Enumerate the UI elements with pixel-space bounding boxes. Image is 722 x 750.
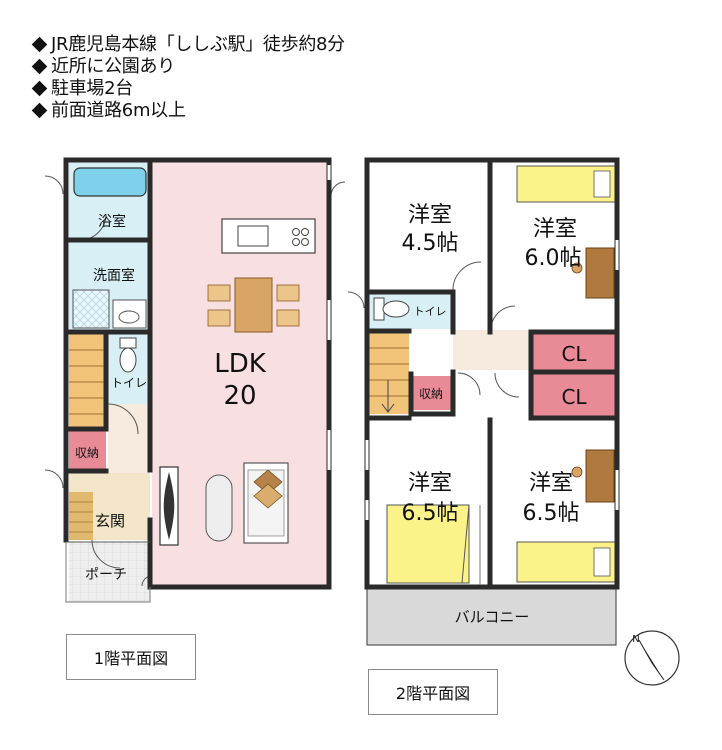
door-swing-icon [330, 181, 346, 197]
stairs-1f [69, 334, 106, 429]
feature-list: JR鹿児島本線「ししぶ駅」徒歩約8分 近所に公園あり 駐車場2台 前面道路6m以… [30, 34, 345, 122]
storage-1f-room [69, 431, 106, 471]
toilet-2f-label: トイレ [414, 305, 447, 318]
storage-2f-label: 収納 [419, 387, 443, 401]
closet-1-label: CL [561, 342, 587, 366]
entrance-room [69, 473, 150, 540]
feature-item: 駐車場2台 [30, 78, 345, 100]
feature-item: 前面道路6m以上 [30, 100, 345, 122]
bed-icon [516, 165, 616, 203]
door-swing-icon [494, 372, 520, 398]
balcony-label: バルコニー [455, 608, 530, 626]
toilet-1f-label: トイレ [111, 376, 147, 390]
wash-basin-icon [112, 299, 147, 329]
porch-area [69, 542, 150, 602]
washroom-label: 洗面室 [93, 267, 135, 284]
western-2-size-label: 6.0帖 [525, 246, 582, 271]
feature-item: JR鹿児島本線「ししぶ駅」徒歩約8分 [30, 34, 345, 56]
western-1-name-label: 洋室 [408, 203, 452, 228]
door-swing-icon [107, 403, 139, 435]
desk-icon [571, 449, 615, 503]
desk-icon [571, 247, 615, 299]
stairs-2f [369, 332, 409, 414]
compass-icon: N [624, 630, 680, 686]
hallway-2f [453, 330, 529, 370]
floor2-plan [347, 157, 620, 646]
western-4-size-label: 6.5帖 [523, 501, 580, 526]
door-swing-icon [452, 261, 482, 291]
floor2-label: 2階平面図 [368, 669, 498, 715]
bed-icon [516, 541, 616, 583]
western-3-name-label: 洋室 [408, 471, 452, 496]
compass-north-label: N [632, 634, 639, 645]
kitchen-counter-icon [221, 218, 316, 254]
porch-label: ポーチ [85, 567, 127, 583]
western-1-size-label: 4.5帖 [402, 231, 459, 256]
door-swing-icon [347, 291, 365, 309]
toilet-2f-icon [373, 297, 410, 321]
ldk-name-label: LDK [214, 349, 267, 379]
tv-icon [159, 466, 179, 546]
coffee-table-icon [205, 474, 233, 542]
floor1-plan [44, 157, 346, 603]
western-3-size-label: 6.5帖 [402, 501, 459, 526]
storage-2f-room [411, 376, 451, 410]
storage-1f-label: 収納 [75, 446, 99, 460]
walls-2f [364, 157, 620, 590]
toilet-1f-icon [119, 337, 137, 373]
door-swing-icon [490, 305, 516, 331]
door-swing-icon [44, 175, 64, 195]
door-swing-icon [91, 539, 121, 569]
bathtub-icon [73, 167, 147, 197]
balcony-area [366, 586, 617, 646]
bed-icon [386, 504, 470, 584]
bath-label: 浴室 [98, 213, 126, 230]
door-swing-icon [457, 372, 481, 396]
sofa-icon [243, 462, 289, 544]
dining-table-icon [207, 277, 300, 333]
closet-2-label: CL [561, 385, 587, 409]
floor1-label: 1階平面図 [66, 634, 196, 680]
western-2-name-label: 洋室 [533, 217, 577, 242]
entrance-label: 玄関 [95, 512, 125, 530]
western-4-name-label: 洋室 [529, 471, 573, 496]
ldk-size-label: 20 [223, 381, 256, 411]
door-swing-icon [44, 469, 64, 489]
closet-1-room [533, 332, 615, 370]
feature-item: 近所に公園あり [30, 56, 345, 78]
washing-machine-pan-icon [72, 289, 110, 329]
closet-2-room [533, 374, 615, 416]
